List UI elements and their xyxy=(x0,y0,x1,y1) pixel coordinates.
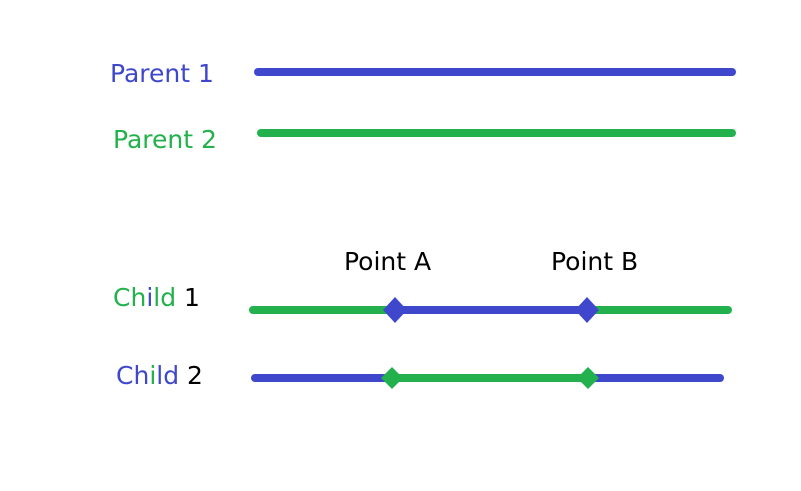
child-1-label-part: 1 xyxy=(176,283,200,312)
child-2-point-b-marker xyxy=(577,367,599,389)
child-1-label-part: d xyxy=(160,283,176,312)
parent-2-label: Parent 2 xyxy=(113,125,217,154)
point-a-label: Point A xyxy=(344,247,431,276)
child-2-label-part: l xyxy=(156,361,163,390)
parent-1-label: Parent 1 xyxy=(110,59,214,88)
child-2-point-a-marker xyxy=(381,367,403,389)
child-2-label-part: i xyxy=(149,361,156,390)
child-2-label-part: h xyxy=(133,361,149,390)
child-1-label-part: l xyxy=(153,283,160,312)
child-1-label-part: i xyxy=(146,283,153,312)
child-2-label-part: 2 xyxy=(179,361,203,390)
child-2-label-part: C xyxy=(116,361,133,390)
child-1-point-b-marker xyxy=(575,297,599,323)
child-1-label-part: h xyxy=(130,283,146,312)
child-1-point-a-marker xyxy=(383,297,407,323)
point-b-label: Point B xyxy=(551,247,638,276)
child-1-label: Child 1 xyxy=(113,283,200,312)
child-2-label: Child 2 xyxy=(116,361,203,390)
child-1-label-part: C xyxy=(113,283,130,312)
child-2-label-part: d xyxy=(163,361,179,390)
